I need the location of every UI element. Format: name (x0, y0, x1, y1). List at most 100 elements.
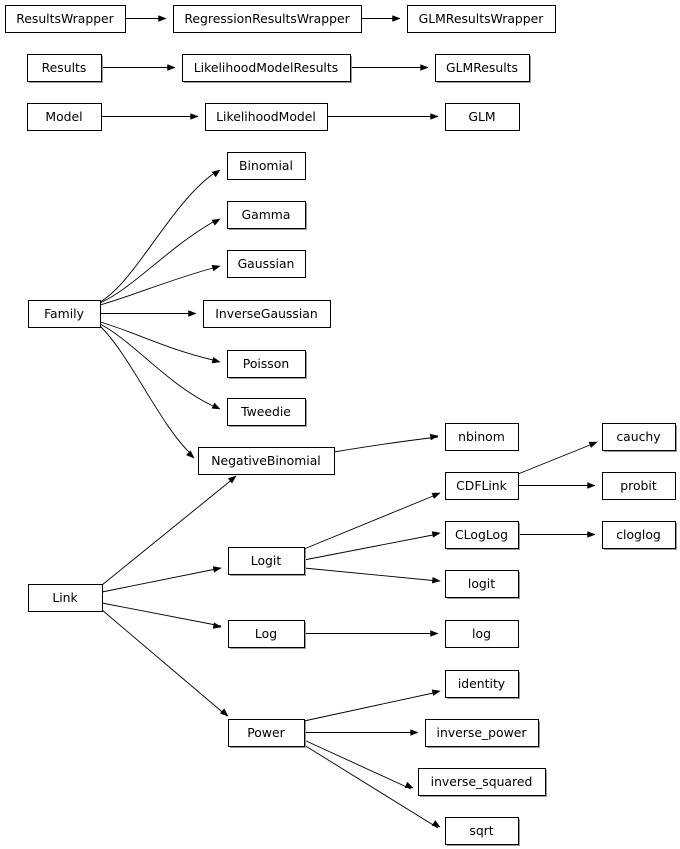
edge-CDFLink-to-cauchy (517, 442, 596, 475)
node-label-GLMResultsWrapper: GLMResultsWrapper (419, 11, 545, 26)
node-rect-Logit[interactable] (228, 547, 305, 575)
node-GLMResultsWrapper[interactable]: GLMResultsWrapper (407, 5, 556, 33)
node-rect-CLogLog[interactable] (445, 521, 519, 549)
node-rect-LikelihoodModelResults[interactable] (182, 54, 351, 82)
arrowhead-28 (431, 820, 441, 828)
node-Binomial[interactable]: Binomial (227, 152, 306, 180)
node-rect-Gamma[interactable] (227, 201, 306, 229)
node-inverse_squared[interactable]: inverse_squared (418, 768, 548, 798)
node-LikelihoodModel[interactable]: LikelihoodModel (205, 103, 328, 131)
arrowhead-0 (158, 15, 167, 22)
node-rect-LikelihoodModel[interactable] (205, 103, 328, 131)
node-Gaussian[interactable]: Gaussian (227, 250, 306, 278)
node-Poisson[interactable]: Poisson (227, 350, 308, 380)
node-Logit[interactable]: Logit (228, 547, 307, 577)
arrowhead-27 (404, 781, 414, 789)
node-label-Log: Log (255, 626, 277, 641)
node-NegativeBinomial[interactable]: NegativeBinomial (198, 447, 335, 475)
node-rect-inverse_squared[interactable] (418, 768, 546, 796)
node-Log[interactable]: Log (228, 620, 307, 650)
node-rect-Results[interactable] (27, 54, 102, 82)
node-label-Results: Results (42, 60, 87, 75)
node-label-CLogLog: CLogLog (455, 527, 508, 542)
node-rect-GLMResultsWrapper[interactable] (407, 5, 556, 33)
node-sqrt[interactable]: sqrt (445, 817, 521, 847)
node-rect-identity[interactable] (445, 670, 519, 698)
arrowhead-8 (211, 264, 221, 272)
node-rect-probit[interactable] (602, 472, 676, 500)
node-nbinom[interactable]: nbinom (445, 423, 519, 451)
node-label-cauchy: cauchy (616, 429, 660, 444)
node-CLogLog[interactable]: CLogLog (445, 521, 521, 551)
arrowhead-19 (431, 531, 441, 538)
node-cloglog[interactable]: cloglog (602, 521, 678, 551)
node-label-Tweedie: Tweedie (240, 404, 291, 419)
node-label-LikelihoodModelResults: LikelihoodModelResults (194, 60, 338, 75)
arrowhead-5 (430, 113, 439, 120)
node-rect-GLMResults[interactable] (435, 54, 530, 82)
node-label-identity: identity (458, 676, 505, 691)
node-rect-Tweedie[interactable] (227, 398, 306, 426)
node-label-RegressionResultsWrapper: RegressionResultsWrapper (184, 11, 350, 26)
node-Tweedie[interactable]: Tweedie (227, 398, 308, 428)
edge-Logit-to-logit (303, 567, 439, 582)
node-InverseGaussian[interactable]: InverseGaussian (203, 300, 331, 328)
node-rect-Gaussian[interactable] (227, 250, 306, 278)
arrowhead-layer (158, 15, 598, 828)
node-label-log: log (472, 626, 491, 641)
node-rect-sqrt[interactable] (445, 817, 519, 845)
node-rect-Link[interactable] (28, 584, 103, 612)
node-GLMResults[interactable]: GLMResults (435, 54, 532, 84)
node-label-inverse_power: inverse_power (437, 725, 528, 740)
node-RegressionResultsWrapper[interactable]: RegressionResultsWrapper (173, 5, 362, 33)
node-inverse_power[interactable]: inverse_power (425, 719, 541, 749)
node-rect-inverse_power[interactable] (425, 719, 539, 747)
node-rect-cloglog[interactable] (602, 521, 676, 549)
node-log[interactable]: log (445, 620, 519, 648)
node-logit[interactable]: logit (445, 570, 521, 600)
node-GLM[interactable]: GLM (445, 103, 520, 131)
node-Gamma[interactable]: Gamma (227, 201, 308, 231)
node-label-logit: logit (468, 576, 495, 591)
node-rect-Binomial[interactable] (227, 152, 306, 180)
node-label-Link: Link (52, 590, 78, 605)
node-rect-log[interactable] (445, 620, 519, 648)
node-rect-logit[interactable] (445, 570, 519, 598)
arrowhead-13 (429, 433, 439, 441)
node-LikelihoodModelResults[interactable]: LikelihoodModelResults (182, 54, 353, 84)
node-rect-RegressionResultsWrapper[interactable] (173, 5, 362, 33)
node-rect-Model[interactable] (27, 103, 102, 131)
arrowhead-16 (212, 622, 222, 629)
node-rect-CDFLink[interactable] (445, 472, 519, 500)
node-Family[interactable]: Family (28, 300, 101, 328)
node-label-Model: Model (45, 109, 82, 124)
node-rect-Poisson[interactable] (227, 350, 306, 378)
node-rect-Log[interactable] (228, 620, 305, 648)
node-rect-ResultsWrapper[interactable] (5, 5, 126, 33)
node-CDFLink[interactable]: CDFLink (445, 472, 519, 500)
node-rect-Power[interactable] (228, 719, 305, 747)
node-label-GLMResults: GLMResults (446, 60, 518, 75)
node-Model[interactable]: Model (27, 103, 102, 131)
node-probit[interactable]: probit (602, 472, 676, 500)
node-rect-NegativeBinomial[interactable] (198, 447, 335, 475)
node-Power[interactable]: Power (228, 719, 307, 749)
arrowhead-10 (211, 356, 221, 364)
node-identity[interactable]: identity (445, 670, 521, 700)
arrowhead-22 (588, 441, 598, 448)
node-rect-Family[interactable] (28, 300, 101, 328)
arrowhead-20 (431, 576, 441, 584)
node-Link[interactable]: Link (28, 584, 103, 612)
node-ResultsWrapper[interactable]: ResultsWrapper (5, 5, 126, 33)
node-rect-InverseGaussian[interactable] (203, 300, 331, 328)
node-cauchy[interactable]: cauchy (602, 423, 678, 453)
node-rect-nbinom[interactable] (445, 423, 519, 451)
edge-Link-to-Logit (101, 567, 222, 593)
edge-Family-to-Gaussian (99, 267, 214, 306)
node-Results[interactable]: Results (27, 54, 104, 84)
node-rect-GLM[interactable] (445, 103, 520, 131)
node-rect-cauchy[interactable] (602, 423, 676, 451)
